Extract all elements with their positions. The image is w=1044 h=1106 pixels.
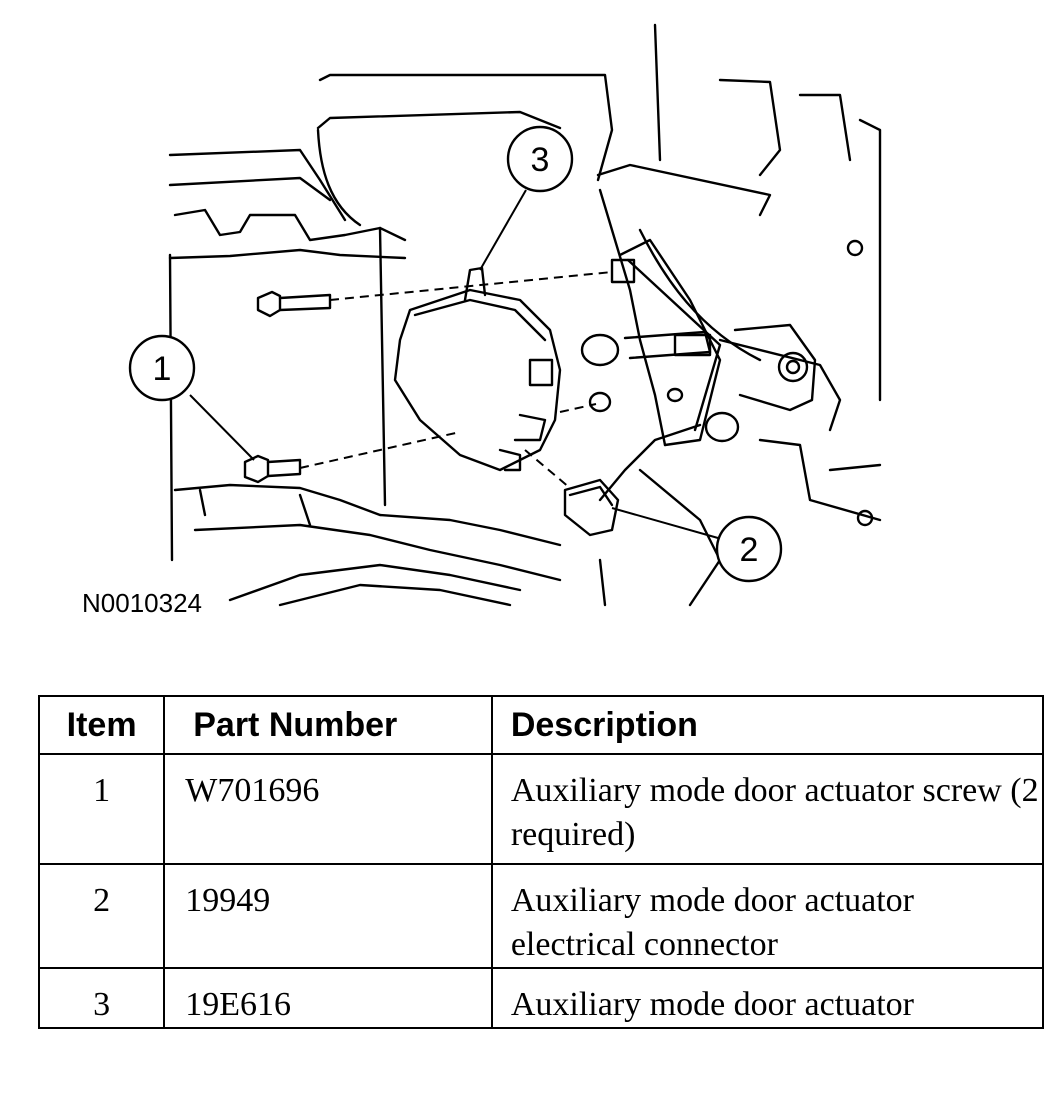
cell-description: Auxiliary mode door actuator screw (2 re… <box>490 753 1044 865</box>
leader-line-2 <box>611 507 719 539</box>
header-item: Item <box>37 695 166 755</box>
cell-part-number: 19949 <box>163 863 493 969</box>
duct-left <box>168 148 347 222</box>
screw-lower <box>243 454 270 484</box>
cell-description: Auxiliary mode door actuator electrical … <box>490 863 1044 969</box>
housing-outline <box>318 73 614 182</box>
table-row: 2 19949 Auxiliary mode door actuator ele… <box>37 863 1044 969</box>
actuator-body <box>393 288 562 472</box>
cell-description: Auxiliary mode door actuator <box>490 967 1044 1029</box>
figure-code: N0010324 <box>82 588 202 618</box>
screw-upper <box>256 290 282 318</box>
cell-item: 3 <box>37 967 166 1029</box>
cell-part-number: 19E616 <box>163 967 493 1029</box>
header-description: Description <box>490 695 1044 755</box>
table-row: 1 W701696 Auxiliary mode door actuator s… <box>37 753 1044 865</box>
leader-line-3 <box>479 189 527 271</box>
lower-duct <box>173 483 562 547</box>
svg-text:3: 3 <box>531 141 550 179</box>
parts-table: Item Part Number Description 1 W701696 A… <box>37 695 1044 1029</box>
cell-item: 2 <box>37 863 166 969</box>
table-row: 3 19E616 Auxiliary mode door actuator <box>37 967 1044 1029</box>
header-part-number: Part Number <box>163 695 493 755</box>
bracket-plate <box>596 163 772 217</box>
housing-front <box>316 110 562 130</box>
table-header-row: Item Part Number Description <box>37 695 1044 755</box>
callout-3: 3 <box>506 125 574 193</box>
svg-text:2: 2 <box>740 531 759 569</box>
svg-text:1: 1 <box>153 350 172 388</box>
callout-1: 1 <box>128 334 196 402</box>
cell-item: 1 <box>37 753 166 865</box>
exploded-view-illustration: 1 2 3 N0010324 <box>82 23 882 618</box>
cell-part-number: W701696 <box>163 753 493 865</box>
leader-line-1 <box>189 394 255 461</box>
electrical-connector <box>563 478 620 537</box>
callout-2: 2 <box>715 515 783 583</box>
